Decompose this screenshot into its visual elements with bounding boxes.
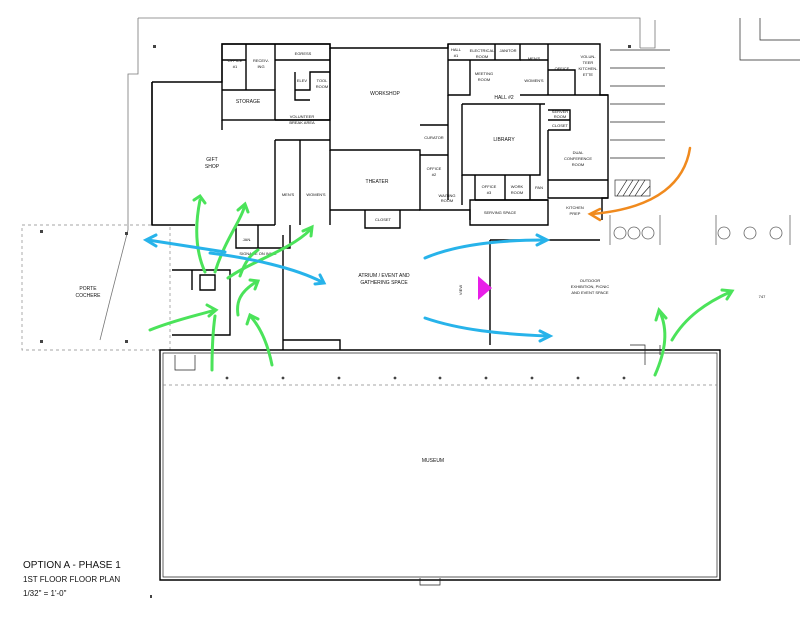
view-label: VIEW bbox=[458, 285, 463, 295]
meeting-room-label: MEETING bbox=[475, 71, 493, 76]
plan-title: OPTION A - PHASE 1 bbox=[23, 560, 121, 571]
waiting-room-label: WAITING bbox=[439, 193, 456, 198]
column-markers bbox=[40, 45, 631, 598]
parked-cars bbox=[609, 215, 791, 245]
meeting-room-label-2: ROOM bbox=[478, 77, 490, 82]
office-3-number: #3 bbox=[487, 190, 492, 195]
pantry-label: PAN bbox=[535, 185, 543, 190]
waiting-room-label-2: ROOM bbox=[441, 198, 453, 203]
egress-label: EGRESS bbox=[295, 51, 312, 56]
porte-cochere-label: PORTE bbox=[79, 286, 97, 292]
closet-right-label: CLOSET bbox=[552, 123, 569, 128]
electrical-room-label: ELECTRICAL bbox=[470, 48, 495, 53]
work-room-label-2: ROOM bbox=[511, 190, 523, 195]
receiving-label: RECEIV- bbox=[253, 58, 270, 63]
hall-1-number: #1 bbox=[454, 53, 459, 58]
service-arrow-orange bbox=[587, 146, 692, 222]
outdoor-label-1: OUTDOOR bbox=[580, 278, 601, 283]
volunteer-break-label: VOLUNTEER bbox=[290, 114, 315, 119]
storage-label: STORAGE bbox=[236, 99, 261, 105]
server-room-label-2: ROOM bbox=[554, 114, 566, 119]
mens-label: MEN'S bbox=[282, 192, 295, 197]
conference-label-2: CONFERENCE bbox=[564, 156, 592, 161]
mens-top-label: MEN'S bbox=[528, 56, 541, 61]
gift-shop-label-2: SHOP bbox=[205, 164, 220, 170]
gift-shop-label: GIFT bbox=[206, 157, 217, 163]
office-2-label: OFFICE bbox=[427, 166, 442, 171]
janitor-label: JANITOR bbox=[499, 48, 516, 53]
museum-building bbox=[159, 344, 721, 586]
office-1-label: OFFICE bbox=[228, 58, 243, 63]
library-label: LIBRARY bbox=[493, 137, 515, 143]
number-747: 747 bbox=[759, 294, 766, 299]
womens-top-label: WOMEN'S bbox=[524, 78, 544, 83]
outdoor-label-2: EXHIBITION, PICNIC bbox=[571, 284, 610, 289]
tool-room-label: TOOL bbox=[317, 78, 329, 83]
electrical-room-label-2: ROOM bbox=[476, 54, 488, 59]
office-3-label: OFFICE bbox=[482, 184, 497, 189]
elev-label: ELEV bbox=[297, 78, 308, 83]
plan-scale: 1/32" = 1'-0" bbox=[23, 589, 67, 598]
closet-label: CLOSET bbox=[375, 217, 392, 222]
hall-1-label: HALL bbox=[451, 47, 462, 52]
serving-space-label: SERVING SPACE bbox=[484, 210, 517, 215]
title-block: OPTION A - PHASE 1 1ST FLOOR FLOOR PLAN … bbox=[23, 560, 121, 598]
kitchenette-label-4: ETTE bbox=[583, 72, 594, 77]
atrium-label-2: GATHERING SPACE bbox=[360, 280, 408, 286]
atrium-label: ATRIUM / EVENT AND bbox=[358, 273, 410, 279]
site-outline bbox=[21, 17, 800, 351]
office-1-number: #1 bbox=[233, 64, 238, 69]
signage-label: SIGNAGE ON WALL bbox=[239, 251, 277, 256]
tool-room-label-2: ROOM bbox=[316, 84, 328, 89]
building-walls bbox=[151, 43, 609, 350]
kitchenette-label-2: TEER bbox=[583, 60, 594, 65]
outdoor-label-3: AND EVENT SPACE bbox=[571, 290, 609, 295]
server-room-label: SERVER bbox=[552, 109, 568, 114]
theater-label: THEATER bbox=[366, 179, 389, 185]
plan-subtitle: 1ST FLOOR FLOOR PLAN bbox=[23, 575, 120, 584]
museum-label: MUSEUM bbox=[422, 458, 444, 464]
conference-label-1: DUAL bbox=[573, 150, 584, 155]
circulation-arrows-green bbox=[148, 193, 735, 377]
work-room-label: WORK bbox=[511, 184, 524, 189]
volunteer-break-label-2: BREAK AREA bbox=[289, 120, 315, 125]
hall-2-label: HALL #2 bbox=[494, 95, 513, 101]
kitchenette-label-3: KITCHEN- bbox=[579, 66, 599, 71]
receiving-label-2: ING bbox=[257, 64, 264, 69]
circulation-arrows-blue bbox=[142, 233, 554, 343]
curator-label: CURATOR bbox=[424, 135, 444, 140]
office-right-label: OFFICE bbox=[555, 66, 570, 71]
view-direction-marker bbox=[478, 276, 492, 300]
kitchen-prep-label: KITCHEN bbox=[566, 205, 584, 210]
womens-label: WOMEN'S bbox=[306, 192, 326, 197]
janitor-closet-label: JAN. bbox=[243, 237, 252, 242]
room-labels: OFFICE #1 RECEIV- ING EGRESS ELEV TOOL R… bbox=[75, 47, 766, 464]
kitchenette-label-1: VOLUN- bbox=[580, 54, 596, 59]
kitchen-prep-label-2: PREP bbox=[570, 211, 581, 216]
porte-cochere-label-2: COCHERE bbox=[75, 293, 101, 299]
office-2-number: #2 bbox=[432, 172, 437, 177]
workshop-label: WORKSHOP bbox=[370, 91, 400, 97]
conference-label-3: ROOM bbox=[572, 162, 584, 167]
